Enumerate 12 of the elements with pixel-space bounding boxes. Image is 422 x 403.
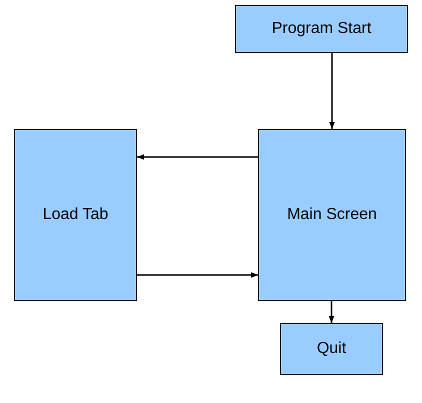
- arrow: [137, 154, 258, 160]
- arrow: [328, 301, 334, 323]
- process-box: [235, 5, 408, 53]
- process-box: [280, 323, 383, 375]
- process-box: [258, 129, 406, 301]
- box-label: Main Screen: [287, 206, 377, 224]
- arrow: [329, 53, 335, 129]
- box-label: Load Tab: [42, 206, 108, 224]
- box-label: Program Start: [272, 20, 372, 38]
- box-label: Quit: [316, 340, 346, 358]
- process-box: [14, 129, 137, 301]
- arrow: [137, 272, 258, 278]
